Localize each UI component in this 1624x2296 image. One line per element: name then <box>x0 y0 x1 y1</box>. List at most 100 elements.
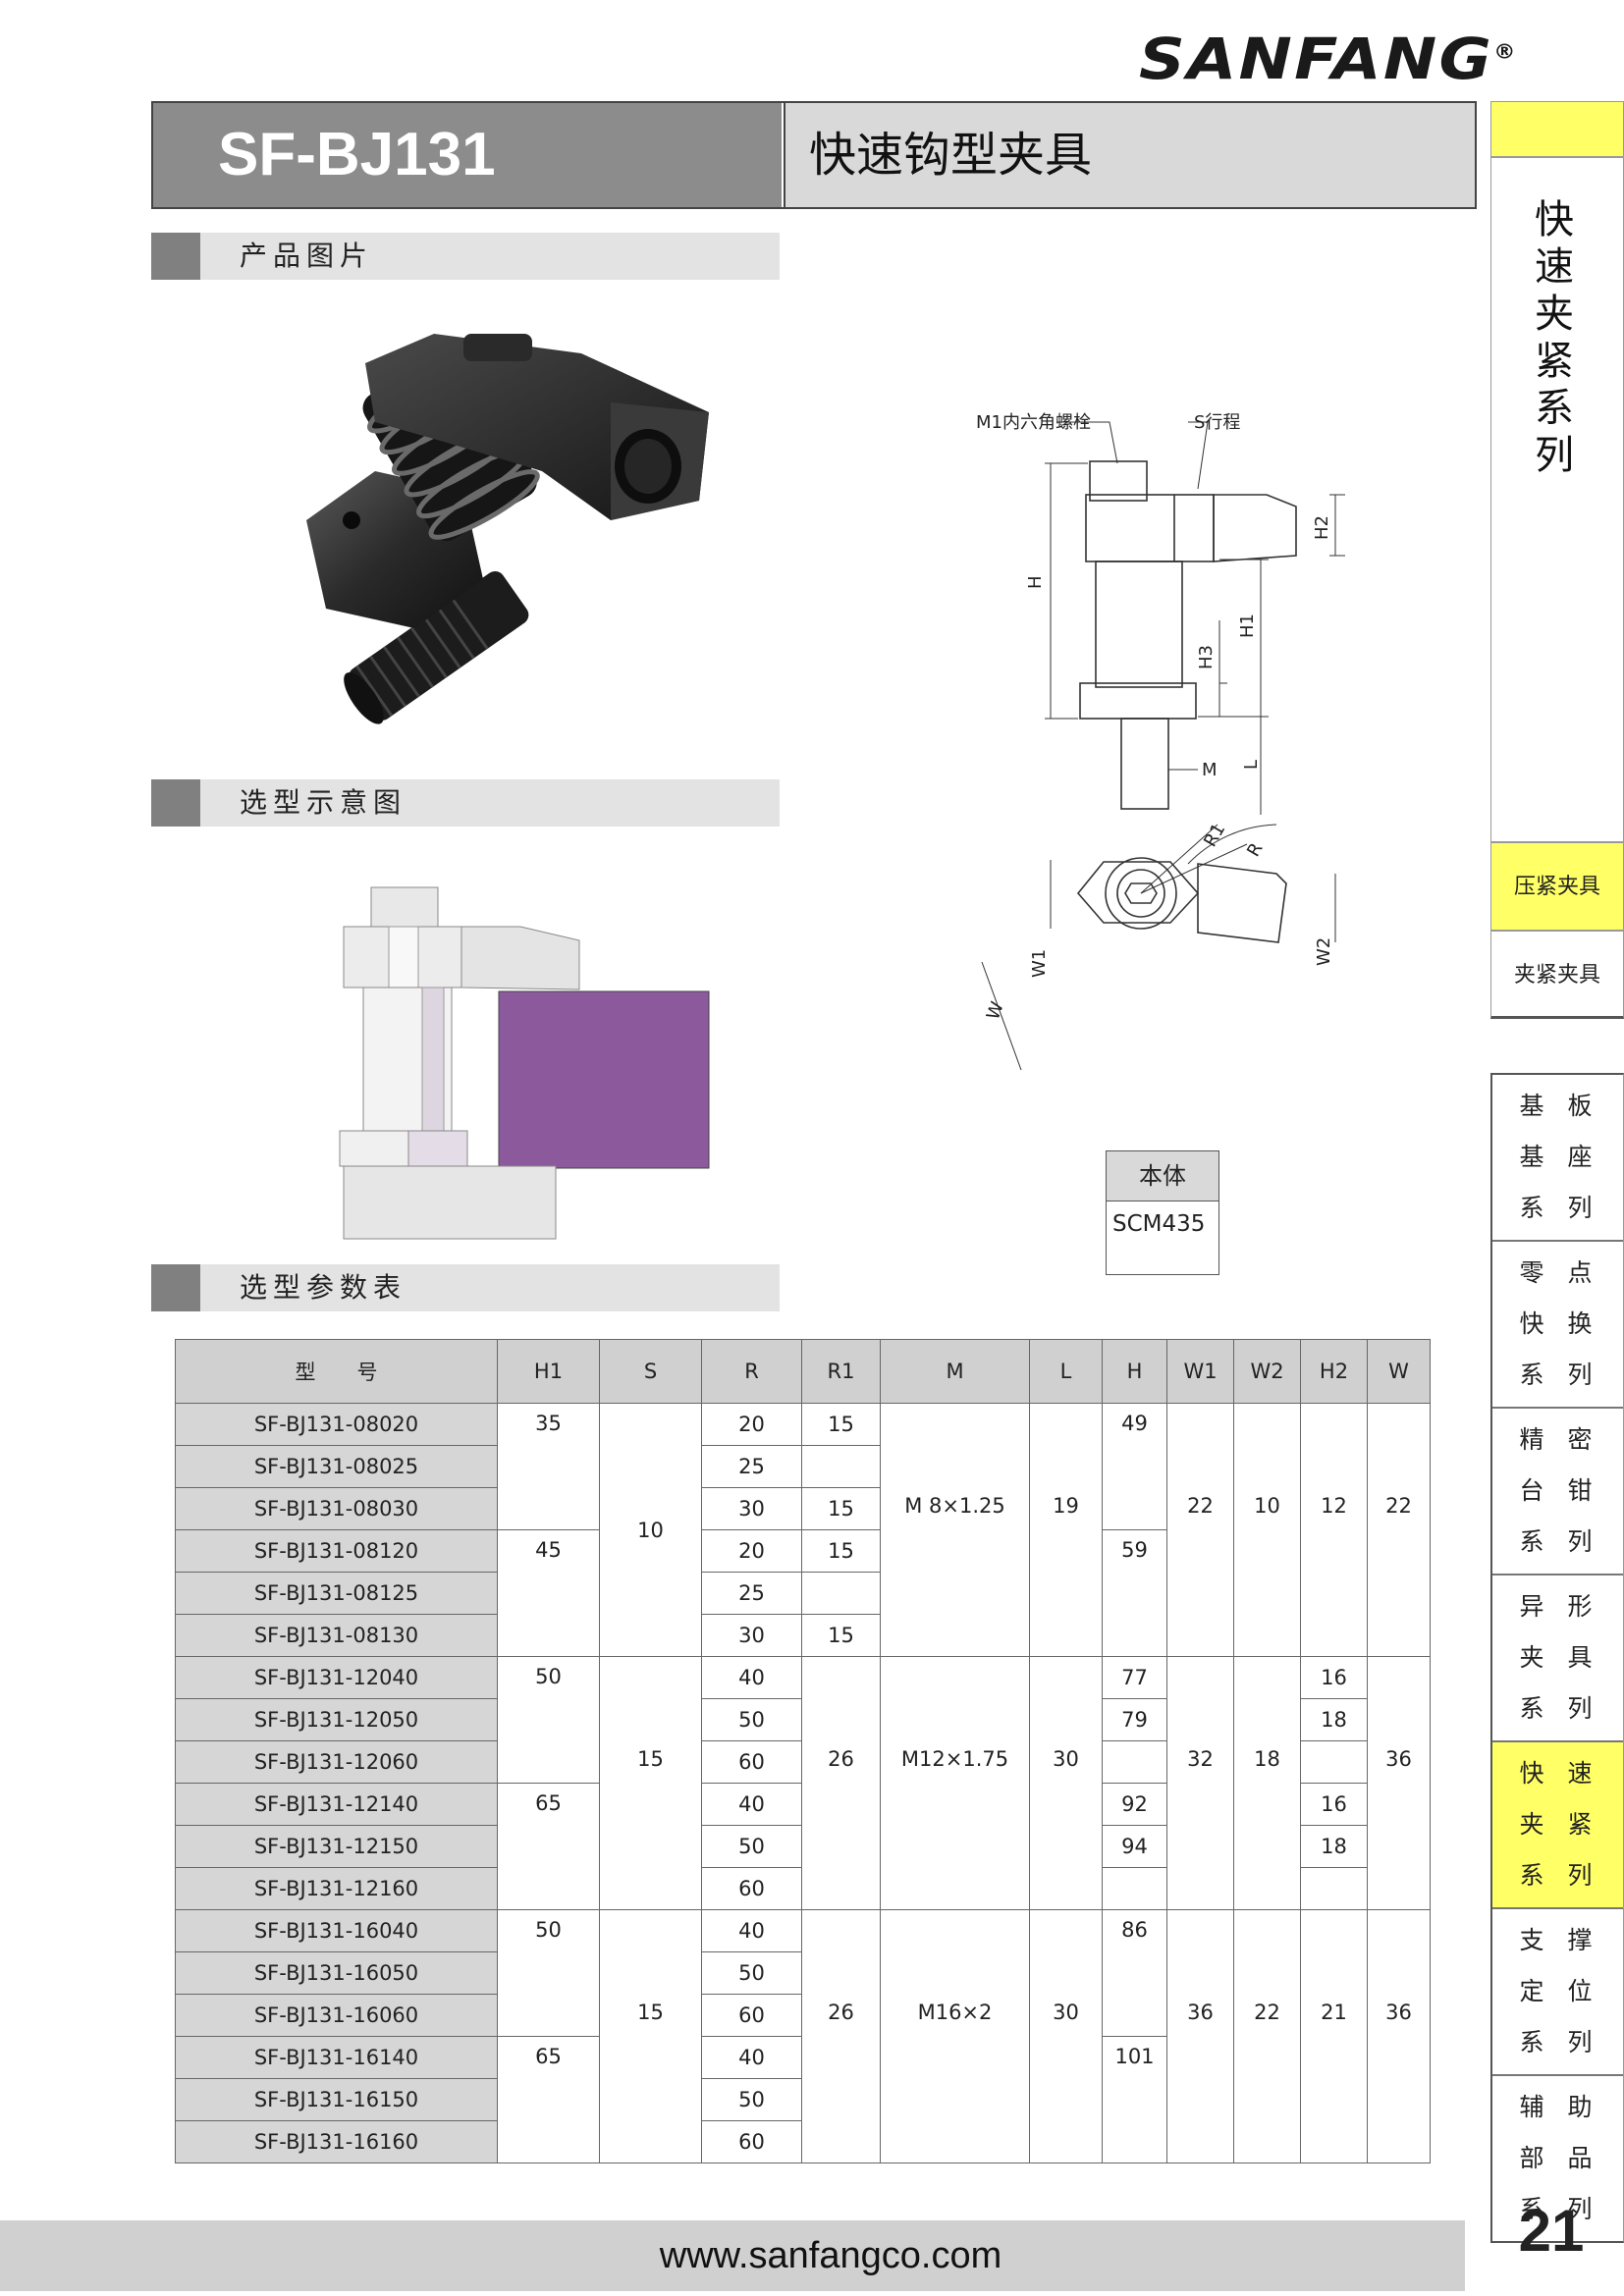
cell-M: M16×2 <box>880 1909 1030 2163</box>
cell-H: 49 <box>1102 1403 1167 1530</box>
label-bolt: M1内六角螺栓 <box>976 412 1091 433</box>
label-H1: H1 <box>1237 614 1258 638</box>
cell-model: SF-BJ131-16040 <box>175 1909 498 1952</box>
cell-H: 59 <box>1102 1529 1167 1657</box>
sidebar-sub-grip-clamp[interactable]: 夹紧夹具 <box>1490 931 1624 1019</box>
cell-W1: 22 <box>1166 1403 1234 1657</box>
nav-line: 辅助 <box>1519 2093 1616 2121</box>
cell-H2: 21 <box>1300 1909 1368 2163</box>
section-marker <box>151 1264 200 1311</box>
nav-line: 夹紧 <box>1519 1810 1616 1839</box>
spec-table: 型 号 H1 S R R1 M L H W1 W2 H2 W SF-BJ131-… <box>175 1339 1431 2163</box>
nav-line: 零点 <box>1519 1258 1616 1287</box>
nav-line: 系列 <box>1519 1694 1616 1723</box>
cell-model: SF-BJ131-08130 <box>175 1614 498 1657</box>
header-H: H <box>1102 1339 1167 1404</box>
cell-R1 <box>801 1572 881 1615</box>
cell-W2: 10 <box>1233 1403 1301 1657</box>
cell-R1 <box>801 1445 881 1488</box>
header-M: M <box>880 1339 1030 1404</box>
nav-line: 支撑 <box>1519 1926 1616 1954</box>
cell-model: SF-BJ131-16140 <box>175 2036 498 2079</box>
title-bar: SF-BJ131 快速钩型夹具 <box>151 101 1477 209</box>
cell-R: 50 <box>701 1825 802 1868</box>
footer-url[interactable]: www.sanfangco.com <box>0 2220 1465 2291</box>
cell-R: 40 <box>701 2036 802 2079</box>
table-row: SF-BJ131-12050 50 79 18 <box>175 1698 1431 1741</box>
cell-H: 94 <box>1102 1825 1167 1868</box>
cell-H2 <box>1300 1867 1368 1910</box>
sidebar-item-accessories[interactable]: 辅助 部品 系列 <box>1492 2076 1623 2241</box>
nav-line: 夹具 <box>1519 1643 1616 1672</box>
cell-model: SF-BJ131-12060 <box>175 1740 498 1784</box>
cell-model: SF-BJ131-08125 <box>175 1572 498 1615</box>
section-header-params: 选型参数表 <box>151 1264 780 1311</box>
table-header-row: 型 号 H1 S R R1 M L H W1 W2 H2 W <box>175 1339 1431 1404</box>
sidebar-item-support-locating[interactable]: 支撑 定位 系列 <box>1492 1909 1623 2076</box>
label-H: H <box>1025 575 1046 589</box>
header-H2: H2 <box>1300 1339 1368 1404</box>
cell-R: 30 <box>701 1614 802 1657</box>
section-header-schematic: 选型示意图 <box>151 779 780 827</box>
cell-R: 60 <box>701 1740 802 1784</box>
label-R: R <box>1243 839 1267 860</box>
nav-line: 部品 <box>1519 2144 1616 2172</box>
cell-H1: 35 <box>497 1403 600 1530</box>
nav-line: 基板 <box>1519 1092 1616 1120</box>
product-photo <box>306 334 709 724</box>
cell-H1: 65 <box>497 2036 600 2163</box>
cell-S: 15 <box>599 1656 702 1910</box>
cell-R: 25 <box>701 1445 802 1488</box>
cell-model: SF-BJ131-12150 <box>175 1825 498 1868</box>
nav-line: 系列 <box>1519 1861 1616 1890</box>
section-label: 选型参数表 <box>240 1271 407 1304</box>
cell-H <box>1102 1740 1167 1784</box>
header-W2: W2 <box>1233 1339 1301 1404</box>
header-H1: H1 <box>497 1339 600 1404</box>
product-model: SF-BJ131 <box>153 103 782 207</box>
cell-model: SF-BJ131-12040 <box>175 1656 498 1699</box>
nav-line: 基座 <box>1519 1143 1616 1171</box>
cell-R1: 26 <box>801 1656 881 1910</box>
cell-R: 40 <box>701 1909 802 1952</box>
cell-model: SF-BJ131-16150 <box>175 2078 498 2121</box>
cell-model: SF-BJ131-08120 <box>175 1529 498 1573</box>
cell-H1: 45 <box>497 1529 600 1657</box>
cell-W1: 36 <box>1166 1909 1234 2163</box>
material-value: SCM435 <box>1112 1211 1206 1237</box>
cell-H2 <box>1300 1740 1368 1784</box>
label-M: M <box>1202 760 1218 780</box>
header-W: W <box>1367 1339 1431 1404</box>
cell-H: 79 <box>1102 1698 1167 1741</box>
header-W1: W1 <box>1166 1339 1234 1404</box>
cell-model: SF-BJ131-16060 <box>175 1994 498 2037</box>
cell-R: 60 <box>701 1867 802 1910</box>
cell-W2: 22 <box>1233 1909 1301 2163</box>
cell-H2: 16 <box>1300 1656 1368 1699</box>
sidebar-item-quick-clamp[interactable]: 快速 夹紧 系列 <box>1492 1742 1623 1909</box>
cell-L: 30 <box>1029 1909 1103 2163</box>
cell-S: 10 <box>599 1403 702 1657</box>
nav-line: 异形 <box>1519 1592 1616 1621</box>
cell-H2: 16 <box>1300 1783 1368 1826</box>
cell-H1: 50 <box>497 1909 600 2037</box>
nav-line: 系列 <box>1519 1527 1616 1556</box>
table-row: SF-BJ131-08125 25 <box>175 1572 1431 1615</box>
sidebar-item-special-fixture[interactable]: 异形 夹具 系列 <box>1492 1575 1623 1742</box>
sidebar-item-zero-point[interactable]: 零点 快换 系列 <box>1492 1242 1623 1409</box>
cell-H1: 65 <box>497 1783 600 1910</box>
cell-R: 25 <box>701 1572 802 1615</box>
cell-R: 60 <box>701 2120 802 2163</box>
table-row: SF-BJ131-12160 60 <box>175 1867 1431 1910</box>
cell-H: 101 <box>1102 2036 1167 2163</box>
nav-line: 快换 <box>1519 1309 1616 1338</box>
sidebar-item-base-plate[interactable]: 基板 基座 系列 <box>1492 1075 1623 1242</box>
table-row: SF-BJ131-08030 30 15 <box>175 1487 1431 1530</box>
sidebar-top-tab <box>1490 101 1624 157</box>
sidebar-sub-press-clamp[interactable]: 压紧夹具 <box>1490 842 1624 931</box>
selection-schematic <box>339 886 710 1240</box>
sidebar-item-precision-vise[interactable]: 精密 台钳 系列 <box>1492 1409 1623 1575</box>
nav-line: 系列 <box>1519 2028 1616 2056</box>
cell-W1: 32 <box>1166 1656 1234 1910</box>
header-S: S <box>599 1339 702 1404</box>
